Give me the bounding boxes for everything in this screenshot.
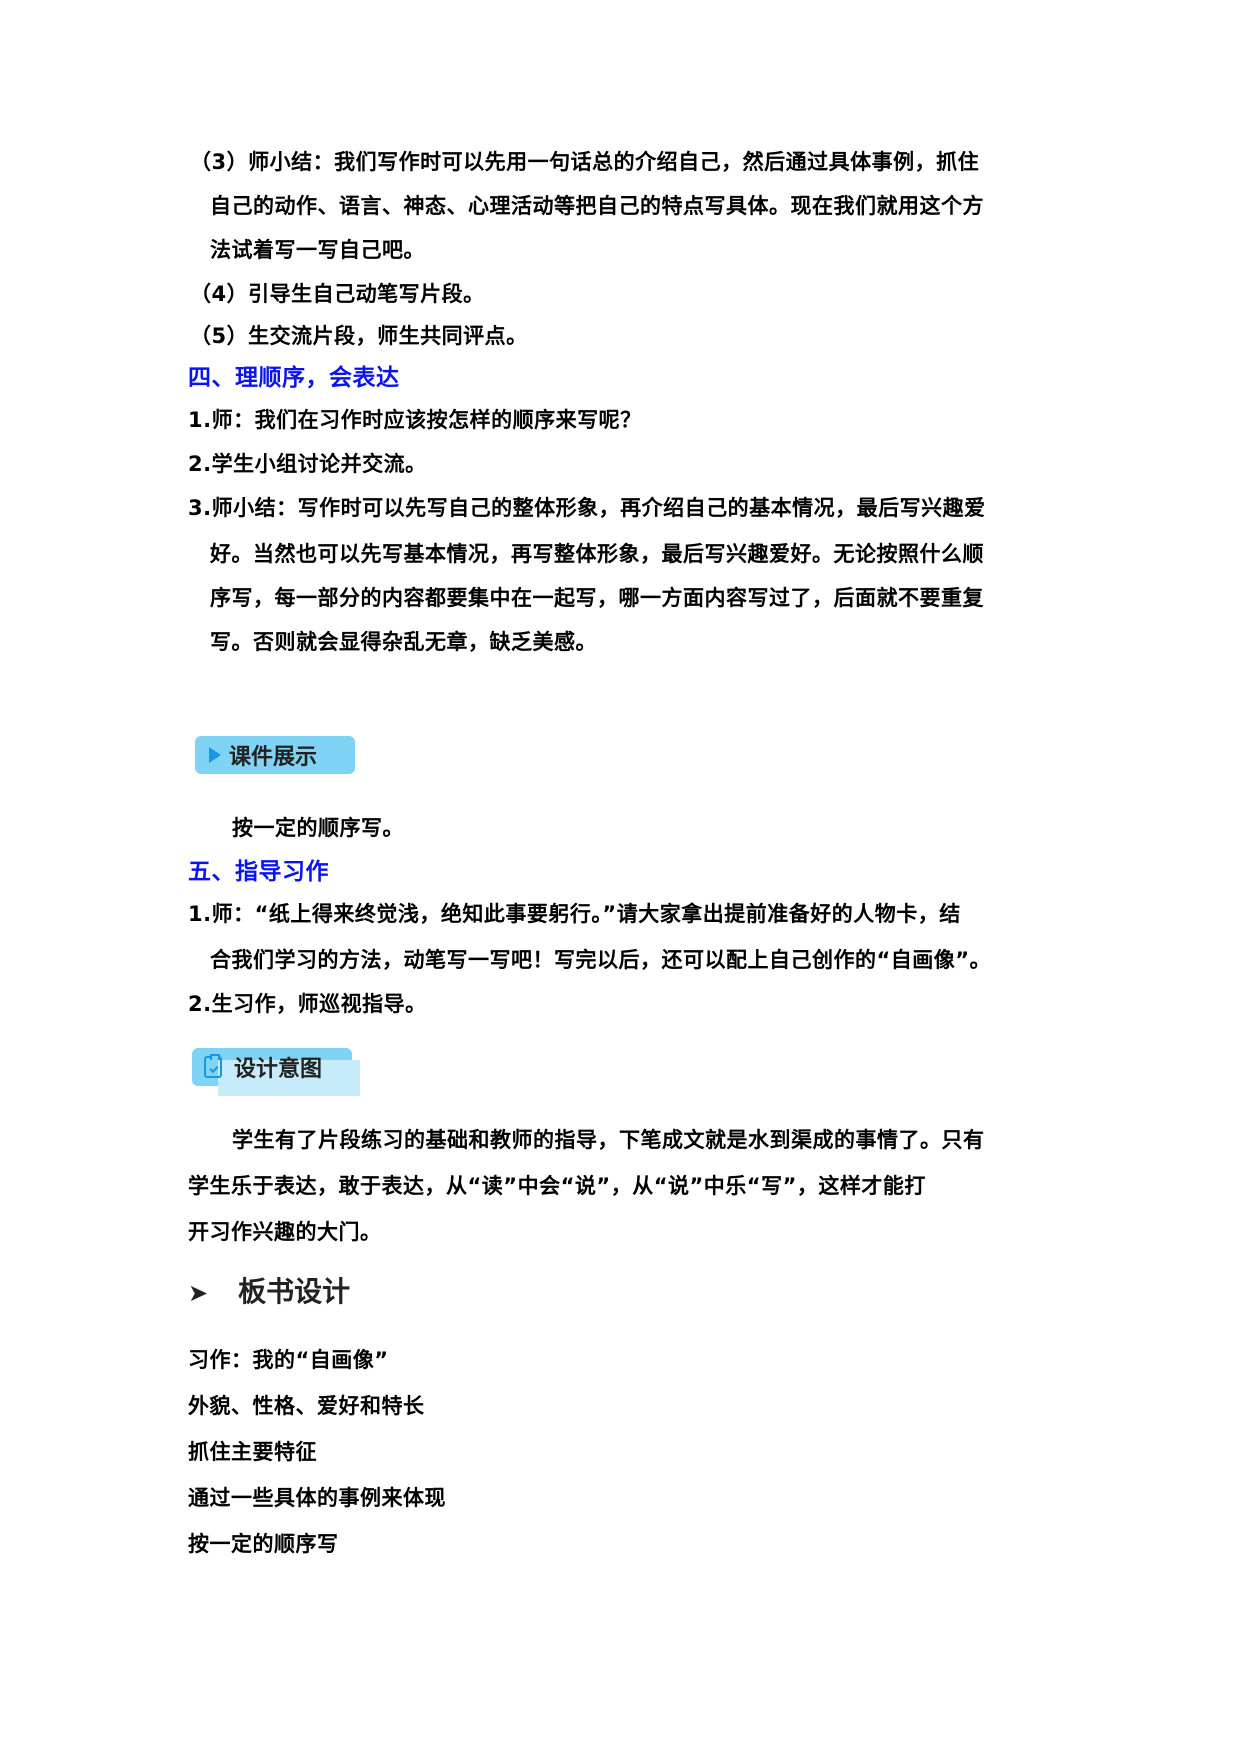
board-line5: 按一定的顺序写 — [188, 1532, 339, 1556]
board-line3: 抓住主要特征 — [188, 1440, 317, 1464]
courseware-badge-label: 课件展示 — [229, 745, 318, 770]
board-design-heading: ➤ 板书设计 — [188, 1270, 350, 1310]
step4-line: （4）引导生自己动笔写片段。 — [190, 282, 485, 306]
section5-item1: 1.师：“纸上得来终觉浅，绝知此事要躬行。”请大家拿出提前准备好的人物卡，结 — [188, 902, 961, 926]
board-title: 板书设计 — [238, 1275, 351, 1308]
courseware-badge: 课件展示 — [195, 736, 355, 774]
section5-item1-cont: 合我们学习的方法，动笔写一写吧！写完以后，还可以配上自己创作的“自画像”。 — [210, 948, 992, 972]
courseware-text: 按一定的顺序写。 — [232, 816, 404, 840]
step5-line: （5）生交流片段，师生共同评点。 — [190, 324, 528, 348]
board-line1: 习作：我的“自画像” — [188, 1348, 389, 1372]
chevron-right-icon: ➤ — [188, 1279, 209, 1307]
step3-line1: （3）师小结：我们写作时可以先用一句话总的介绍自己，然后通过具体事例，抓住 — [190, 150, 980, 174]
intent-line3: 开习作兴趣的大门。 — [188, 1220, 382, 1244]
intent-line1: 学生有了片段练习的基础和教师的指导，下笔成文就是水到渠成的事情了。只有 — [232, 1128, 985, 1152]
design-intent-badge: 设计意图 — [192, 1048, 360, 1096]
play-triangle-icon — [209, 747, 221, 763]
step3-line2: 自己的动作、语言、神态、心理活动等把自己的特点写具体。现在我们就用这个方 — [210, 194, 984, 218]
step3-line3: 法试着写一写自己吧。 — [210, 238, 425, 262]
section4-item2: 2.学生小组讨论并交流。 — [188, 452, 427, 476]
board-line2: 外貌、性格、爱好和特长 — [188, 1394, 425, 1418]
clipboard-check-icon — [204, 1054, 222, 1078]
intent-line2: 学生乐于表达，敢于表达，从“读”中会“说”，从“说”中乐“写”，这样才能打 — [188, 1174, 926, 1198]
section5-item2: 2.生习作，师巡视指导。 — [188, 992, 427, 1016]
section4-item3-cont3: 写。否则就会显得杂乱无章，缺乏美感。 — [210, 630, 597, 654]
section4-heading: 四、理顺序，会表达 — [188, 365, 400, 391]
section4-item3-cont1: 好。当然也可以先写基本情况，再写整体形象，最后写兴趣爱好。无论按照什么顺 — [210, 542, 984, 566]
board-line4: 通过一些具体的事例来体现 — [188, 1486, 446, 1510]
section5-heading: 五、指导习作 — [188, 859, 329, 885]
badge-shadow — [218, 1060, 360, 1096]
design-intent-badge-label: 设计意图 — [234, 1057, 323, 1082]
section4-item3-cont2: 序写，每一部分的内容都要集中在一起写，哪一方面内容写过了，后面就不要重复 — [210, 586, 984, 610]
section4-item3: 3.师小结：写作时可以先写自己的整体形象，再介绍自己的基本情况，最后写兴趣爱 — [188, 496, 986, 520]
section4-item1: 1.师：我们在习作时应该按怎样的顺序来写呢？ — [188, 408, 642, 432]
